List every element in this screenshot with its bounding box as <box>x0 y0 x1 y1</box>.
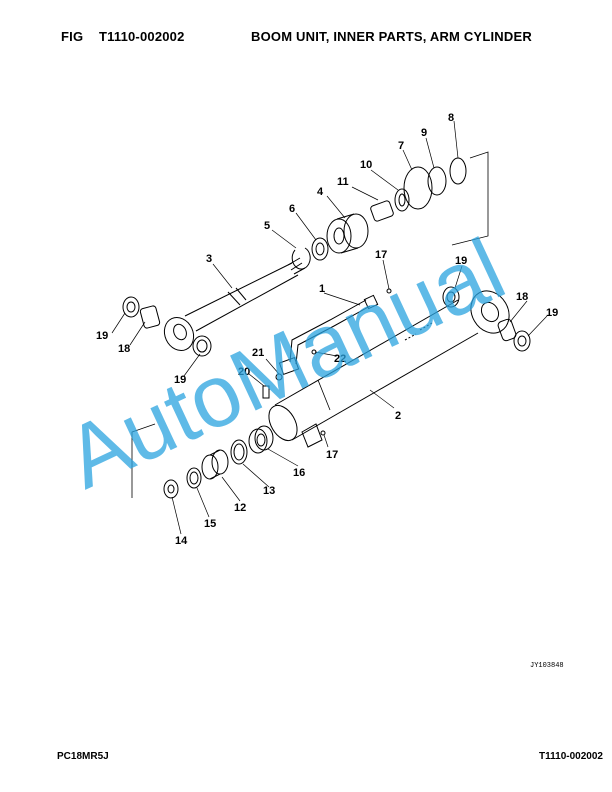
image-reference: JY103848 <box>530 662 564 670</box>
callout-3: 3 <box>206 253 212 265</box>
callout-22: 22 <box>334 353 346 365</box>
callout-18-right: 18 <box>516 291 528 303</box>
fig-label: FIG <box>61 29 84 44</box>
hydraulic-pipe <box>289 294 379 411</box>
watermark: AutoManual <box>51 219 518 507</box>
seal-6 <box>311 237 329 261</box>
callout-14: 14 <box>175 535 188 547</box>
callout-10: 10 <box>360 159 372 171</box>
bolt <box>262 385 270 399</box>
cylinder-tube <box>268 290 510 442</box>
ring-13 <box>230 439 248 465</box>
callout-numbers: 8 9 7 10 11 4 6 5 3 17 1 19 18 19 19 18 … <box>96 112 558 547</box>
snap-ring <box>291 247 311 270</box>
ring-8 <box>449 157 467 185</box>
callout-17-bottom: 17 <box>326 449 338 461</box>
footer-fig-code: T1110-002002 <box>539 751 603 762</box>
seal-15 <box>186 467 202 489</box>
callout-21: 21 <box>252 347 264 359</box>
callout-4: 4 <box>317 186 324 198</box>
page-title: BOOM UNIT, INNER PARTS, ARM CYLINDER <box>251 29 532 44</box>
footer-model: PC18MR5J <box>57 751 109 762</box>
fitting-17 <box>301 423 323 448</box>
piston <box>326 213 369 254</box>
callout-13: 13 <box>263 485 275 497</box>
callout-6: 6 <box>289 203 295 215</box>
callout-16: 16 <box>293 467 305 479</box>
callout-19-right: 19 <box>546 307 558 319</box>
ring-9 <box>427 166 447 196</box>
collar-11 <box>370 200 394 222</box>
callout-9: 9 <box>421 127 427 139</box>
callout-18-left: 18 <box>118 343 130 355</box>
seal-10 <box>394 188 410 212</box>
callout-19-bottom: 19 <box>174 374 186 386</box>
bushing-18-right <box>497 318 517 342</box>
ring-19-right <box>513 330 531 352</box>
ring-7 <box>403 166 433 210</box>
piston-rod <box>163 257 306 352</box>
callout-17-top: 17 <box>375 249 387 261</box>
callout-5: 5 <box>264 220 270 232</box>
callout-15: 15 <box>204 518 216 530</box>
callout-20: 20 <box>238 366 250 378</box>
gland-12 <box>201 449 229 480</box>
callout-12: 12 <box>234 502 246 514</box>
bushing-left <box>122 296 212 357</box>
callout-19-left: 19 <box>96 330 108 342</box>
callout-8: 8 <box>448 112 454 124</box>
callout-1: 1 <box>319 283 325 295</box>
callout-7: 7 <box>398 140 404 152</box>
callout-11: 11 <box>337 176 349 188</box>
wiper-14 <box>163 479 179 499</box>
ring-19-top <box>442 286 460 308</box>
callout-19-top: 19 <box>455 255 467 267</box>
fig-code: T1110-002002 <box>99 29 185 44</box>
callout-2: 2 <box>395 410 401 422</box>
cylinder-head <box>248 425 274 454</box>
clamp <box>278 356 300 376</box>
